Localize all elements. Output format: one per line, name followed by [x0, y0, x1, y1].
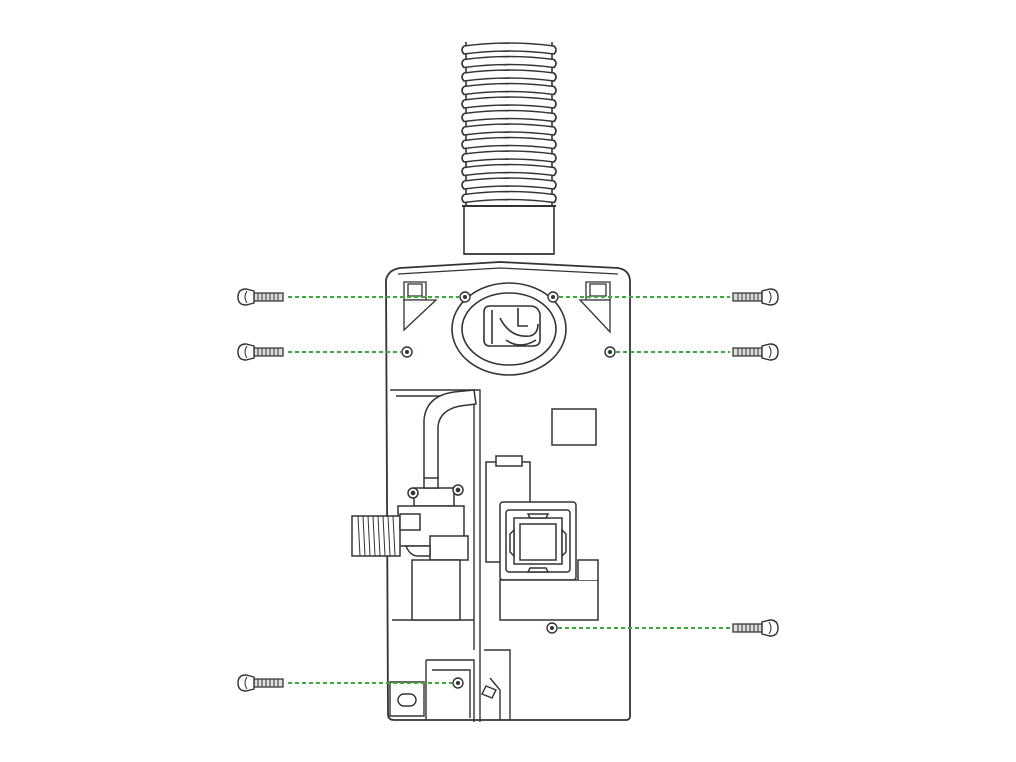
connector-box-icon — [485, 455, 599, 621]
inlet-thread — [367, 515, 371, 557]
inlet-thread — [392, 515, 396, 557]
screw-hole-icon — [546, 622, 558, 634]
screw-icon — [237, 288, 284, 306]
hose-rib — [461, 96, 557, 109]
hose-ribs — [461, 42, 557, 204]
inlet-thread — [357, 515, 361, 557]
hose-rib — [461, 150, 557, 163]
hose-rib — [461, 177, 557, 190]
screw-icon — [732, 288, 779, 306]
guide-lines — [288, 296, 730, 684]
inlet-thread — [372, 515, 376, 557]
top-bracket-left — [403, 281, 438, 332]
hose-rib — [461, 69, 557, 82]
screw-hole-icon — [452, 677, 464, 689]
hose-rib — [461, 109, 557, 123]
hose-rib — [461, 42, 557, 55]
top-bracket-right — [578, 281, 611, 334]
bottom-bracket — [389, 677, 501, 720]
hose-rib — [461, 163, 557, 177]
screw-holes — [401, 291, 616, 689]
inlet-thread — [377, 515, 381, 557]
hose-rib — [461, 82, 557, 96]
corrugated-hose-icon — [461, 42, 557, 255]
screw-hole-icon — [459, 291, 471, 303]
label-plate — [551, 408, 597, 446]
inlet-ring — [451, 282, 567, 376]
water-valve-icon — [351, 389, 477, 621]
screw-icon — [237, 343, 284, 361]
hose-rib — [461, 190, 557, 204]
hose-rib — [461, 55, 557, 69]
screw-hole-icon — [547, 291, 559, 303]
screw-icon — [732, 619, 779, 637]
inlet-thread — [387, 515, 391, 557]
screw-icon — [732, 343, 779, 361]
screw-icon — [237, 674, 284, 692]
hose-rib — [461, 123, 557, 136]
screw-hole-icon — [401, 346, 413, 358]
inlet-thread — [382, 515, 386, 557]
inlet-thread — [362, 515, 366, 557]
screw-hole-icon — [604, 346, 616, 358]
hose-rib — [461, 136, 557, 150]
